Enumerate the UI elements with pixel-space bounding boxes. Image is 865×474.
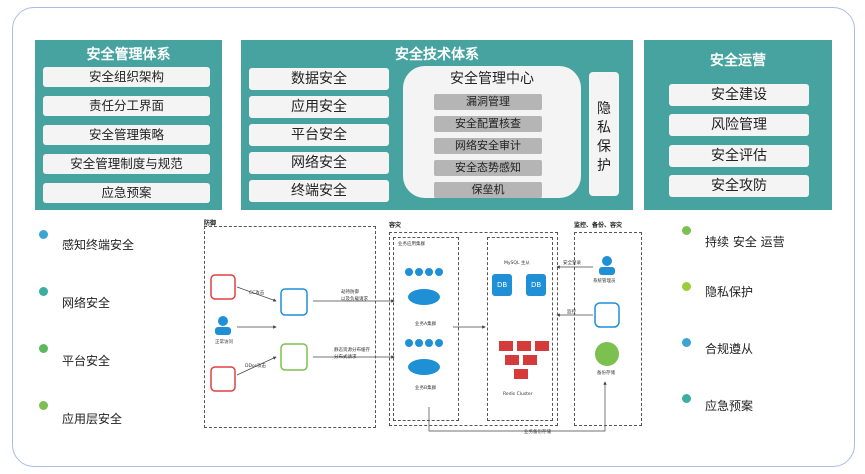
privacy-box: 隐 私 保 护 <box>589 72 619 196</box>
db-label: DB <box>497 281 508 289</box>
management-title: 安全管理体系 <box>86 47 171 63</box>
right-bullet-label: 合规遵从 <box>705 342 754 356</box>
bullet-dot <box>682 282 691 291</box>
management-panel: 安全管理体系 安全组织架构 责任分工界面 安全管理策略 安全管理制度与规范 应急… <box>35 40 222 210</box>
bullet-dot <box>39 230 48 239</box>
operations-item: 安全建设 <box>669 84 809 106</box>
static-cache-label: 静态资源分布缓存 <box>334 348 370 353</box>
bullet-dot <box>39 401 48 410</box>
technical-panel: 安全技术体系 数据安全 应用安全 平台安全 网络安全 终端安全 安全管理中心 漏… <box>241 40 633 210</box>
hijack-load-label: 以及负载请求 <box>341 297 368 302</box>
operations-title: 安全运营 <box>710 53 766 69</box>
business-backup-label: 业务备份存储 <box>524 430 551 435</box>
technical-item: 应用安全 <box>249 96 389 118</box>
security-center-item: 保垒机 <box>434 182 542 198</box>
security-center-item: 网络安全审计 <box>434 138 542 154</box>
management-item: 安全组织架构 <box>43 67 210 87</box>
right-bullet-label: 持续 安全 运营 <box>705 235 785 249</box>
monitor-zone-label: 监控、备份、容灾 <box>574 222 623 229</box>
monitor-link-label: 监控 <box>567 310 576 315</box>
admin-label: 系统管理员 <box>593 279 616 284</box>
cluster-zone <box>393 237 459 421</box>
management-item: 责任分工界面 <box>43 96 210 116</box>
security-center-item: 安全配置核查 <box>434 116 542 132</box>
security-center-item: 安全态势感知 <box>434 160 542 176</box>
security-center-item: 漏洞管理 <box>434 94 542 110</box>
normal-access-label: 正常访问 <box>215 340 233 345</box>
monitor-zone <box>574 232 642 426</box>
privacy-char: 私 <box>597 120 611 136</box>
distributed-label: 分布式请求 <box>334 355 357 360</box>
diagram-lines <box>210 256 620 432</box>
db-label: DB <box>531 281 542 289</box>
cluster-b-label: 业务B集群 <box>415 386 437 391</box>
bullet-dot <box>682 338 691 347</box>
management-item: 安全管理制度与规范 <box>43 154 210 174</box>
right-bullet-label: 隐私保护 <box>705 285 754 299</box>
ddos-attack-label: DDos攻击 <box>245 364 267 369</box>
technical-item: 数据安全 <box>249 68 389 90</box>
bullet-dot <box>682 226 691 235</box>
operations-panel: 安全运营 安全建设 风险管理 安全评估 安全攻防 <box>644 40 832 210</box>
privacy-char: 护 <box>597 158 611 174</box>
defense-zone-label: 防御 <box>204 220 217 227</box>
defense-zone <box>204 226 376 428</box>
operations-item: 安全攻防 <box>669 175 809 197</box>
db-zone <box>487 237 553 421</box>
cc-attack-label: CC攻击 <box>249 291 265 296</box>
management-item: 安全管理策略 <box>43 125 210 145</box>
hijack-label: 劫持防御 <box>341 290 359 295</box>
architecture-diagram: 防御 容灾 监控、备份、容灾 CC攻击 正常访问 DDos攻击 劫持防御 以及负… <box>201 217 644 436</box>
privacy-char: 保 <box>597 139 611 155</box>
mysql-label: MySQL 主从 <box>504 261 530 266</box>
privacy-char: 隐 <box>597 101 611 117</box>
backup-storage-label: 备份存储 <box>597 371 615 376</box>
security-center: 安全管理中心 漏洞管理 安全配置核查 网络安全审计 安全态势感知 保垒机 <box>403 66 581 198</box>
cluster-a-label: 业务A集群 <box>415 322 437 327</box>
bullet-dot <box>39 344 48 353</box>
secure-login-label: 安全登录 <box>563 261 581 266</box>
operations-item: 安全评估 <box>669 145 809 167</box>
redis-label: Redis Cluster <box>503 392 533 397</box>
disaster-zone <box>389 232 558 426</box>
bullet-dot <box>39 287 48 296</box>
technical-title: 安全技术体系 <box>395 47 479 63</box>
technical-item: 网络安全 <box>249 152 389 174</box>
cluster-label: 业务应用集群 <box>398 242 425 247</box>
left-bullet-label: 感知终端安全 <box>62 238 135 252</box>
left-bullet-label: 应用层安全 <box>62 412 123 426</box>
technical-item: 终端安全 <box>249 180 389 202</box>
left-bullet-label: 网络安全 <box>62 296 111 310</box>
right-bullet-label: 应急预案 <box>705 399 754 413</box>
operations-item: 风险管理 <box>669 114 809 136</box>
technical-item: 平台安全 <box>249 124 389 146</box>
left-bullet-label: 平台安全 <box>62 354 111 368</box>
management-item: 应急预案 <box>43 183 210 203</box>
disaster-zone-label: 容灾 <box>389 222 402 229</box>
bullet-dot <box>682 394 691 403</box>
security-center-title: 安全管理中心 <box>450 71 534 87</box>
